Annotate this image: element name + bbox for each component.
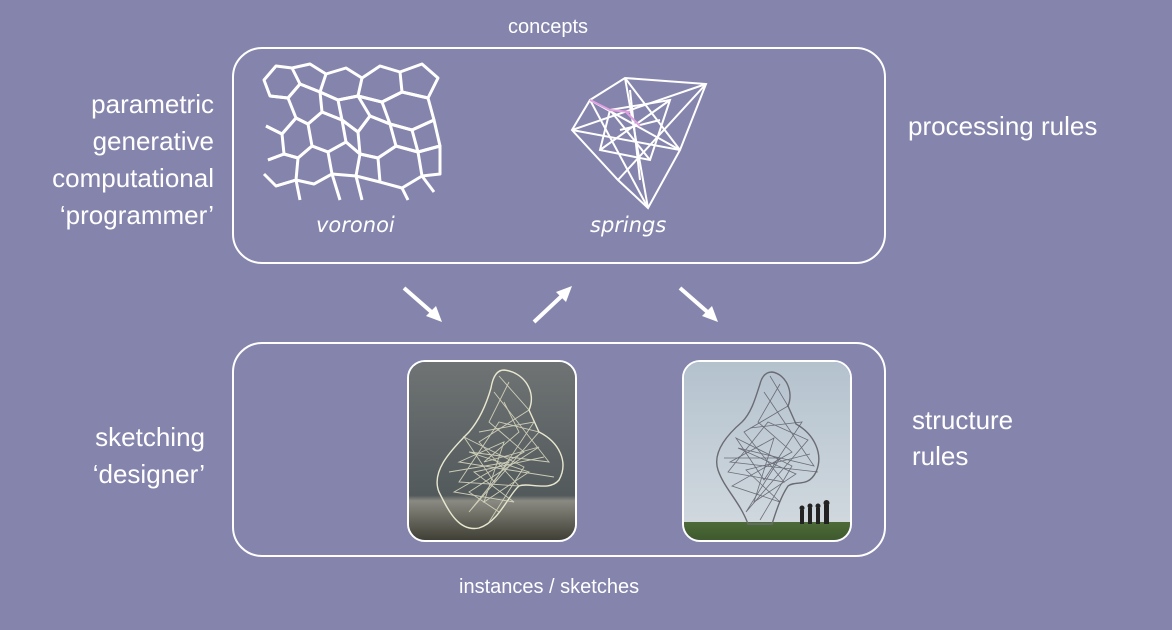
programmer-label-line: ‘programmer’	[59, 200, 214, 230]
designer-label: sketching ‘designer’	[93, 419, 205, 493]
crouching-figure-model-image	[409, 362, 575, 540]
instances-box	[232, 342, 886, 557]
structure-rules-line: structure	[912, 405, 1014, 435]
programmer-label-line: computational	[52, 163, 214, 193]
processing-rules-label: processing rules	[908, 111, 1098, 141]
arrow-down-left	[402, 286, 442, 322]
concepts-caption: concepts	[508, 16, 589, 38]
designer-label-line: ‘designer’	[92, 459, 205, 489]
sketch-model-photo	[407, 360, 577, 542]
structure-rules-label: structure rules	[912, 402, 1013, 474]
springs-label: springs	[590, 213, 667, 237]
designer-label-line: sketching	[95, 422, 205, 452]
voronoi-label: voronoi	[316, 213, 395, 237]
concepts-box	[232, 47, 886, 264]
instances-caption: instances / sketches	[459, 576, 640, 598]
arrow-up	[532, 286, 572, 324]
voronoi-illustration	[262, 62, 442, 201]
programmer-label-line: parametric	[91, 89, 214, 119]
springs-illustration	[570, 76, 708, 210]
finished-structure-photo	[682, 360, 852, 542]
programmer-label: parametric generative computational ‘pro…	[52, 86, 214, 234]
programmer-label-line: generative	[92, 126, 214, 156]
structure-rules-line: rules	[912, 441, 969, 471]
exposure-sculpture-image	[684, 362, 850, 540]
arrow-down-right	[678, 286, 718, 322]
